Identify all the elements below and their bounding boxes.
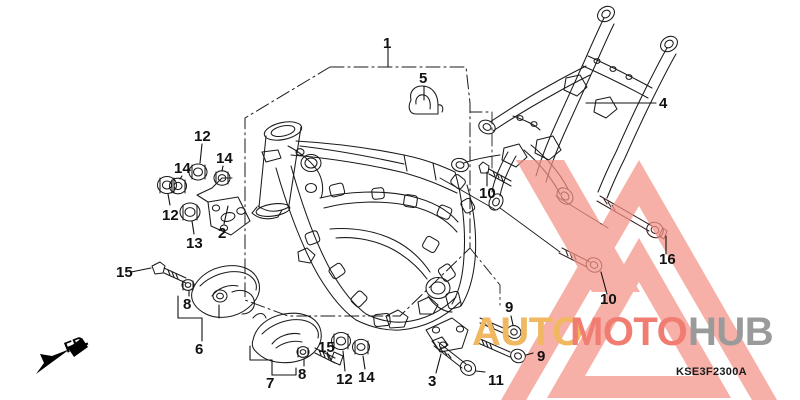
part-6-left-frame-guard bbox=[191, 265, 261, 318]
leader-13 bbox=[191, 220, 195, 235]
leader-7 bbox=[249, 345, 273, 376]
part-11-bolt-long bbox=[433, 341, 477, 376]
part-15-bolt-right bbox=[314, 347, 344, 366]
callout-11: 11 bbox=[488, 372, 504, 389]
watermark-wordmark: AUTO MOTO HUB bbox=[472, 310, 774, 354]
leader-3 bbox=[435, 353, 442, 374]
part-8-nut-right bbox=[296, 346, 310, 358]
leader-14-left bbox=[179, 175, 183, 180]
callout-15-right: 15 bbox=[318, 339, 335, 356]
leader-2 bbox=[223, 205, 229, 225]
leader-11 bbox=[475, 370, 486, 373]
collar-bush-right-guard bbox=[330, 331, 371, 356]
group-1-boundary bbox=[244, 66, 471, 317]
callout-9-lower: 9 bbox=[537, 348, 546, 365]
part-15-bolt-left bbox=[151, 261, 187, 284]
callout-14-guard: 14 bbox=[358, 369, 375, 386]
leader-12-guard bbox=[342, 350, 346, 372]
callout-14-upper: 14 bbox=[216, 150, 233, 167]
part-number-label: KSE3F2300A bbox=[676, 366, 747, 378]
leader-9-lower bbox=[525, 352, 534, 356]
callout-16: 16 bbox=[659, 251, 676, 268]
leader-15-right bbox=[326, 351, 332, 361]
group-10-boundary bbox=[469, 111, 501, 306]
fr-direction-arrow bbox=[36, 338, 88, 374]
watermark-auto: AUTO bbox=[472, 310, 583, 354]
part-9-bolt-upper bbox=[479, 317, 522, 339]
leader-12-upper bbox=[199, 143, 203, 164]
callout-8-left: 8 bbox=[183, 296, 192, 313]
callout-15-left: 15 bbox=[116, 264, 133, 281]
main-frame-assembly bbox=[251, 121, 477, 331]
part-8-nut-left bbox=[181, 279, 195, 291]
part-7-right-frame-guard bbox=[251, 312, 322, 364]
leader-6 bbox=[177, 295, 203, 342]
leader-7b bbox=[271, 367, 297, 376]
leader-9-upper bbox=[510, 315, 514, 326]
leader-12-lower bbox=[167, 193, 171, 206]
callout-5: 5 bbox=[419, 70, 428, 87]
callout-12-lower: 12 bbox=[162, 207, 179, 224]
callout-12-guard: 12 bbox=[336, 371, 353, 388]
bushings-group-left bbox=[156, 163, 231, 222]
callout-4: 4 bbox=[659, 95, 668, 112]
callout-10-lower: 10 bbox=[600, 291, 617, 308]
callout-12-upper: 12 bbox=[194, 128, 211, 145]
callout-1: 1 bbox=[383, 35, 392, 52]
callout-2: 2 bbox=[218, 225, 227, 242]
leader-15-left bbox=[130, 267, 152, 273]
callout-6: 6 bbox=[195, 341, 204, 358]
leader-14-guard bbox=[362, 355, 366, 370]
callout-13: 13 bbox=[186, 235, 203, 252]
part-10-bolt-upper-right bbox=[478, 161, 512, 187]
callout-8-right: 8 bbox=[298, 366, 307, 383]
frame-mount-lugs bbox=[304, 174, 476, 328]
warning-triangle-watermark bbox=[501, 160, 777, 400]
watermark-hub: HUB bbox=[688, 310, 773, 354]
leader-14-upper-right bbox=[221, 165, 224, 172]
leader-10-lower bbox=[600, 271, 608, 295]
callout-14-left: 14 bbox=[174, 160, 191, 177]
callout-9-upper: 9 bbox=[505, 299, 514, 316]
callout-3: 3 bbox=[428, 373, 437, 390]
watermark-moto: MOTO bbox=[570, 310, 687, 354]
callout-10-upper: 10 bbox=[479, 185, 496, 202]
callout-7: 7 bbox=[266, 375, 275, 392]
